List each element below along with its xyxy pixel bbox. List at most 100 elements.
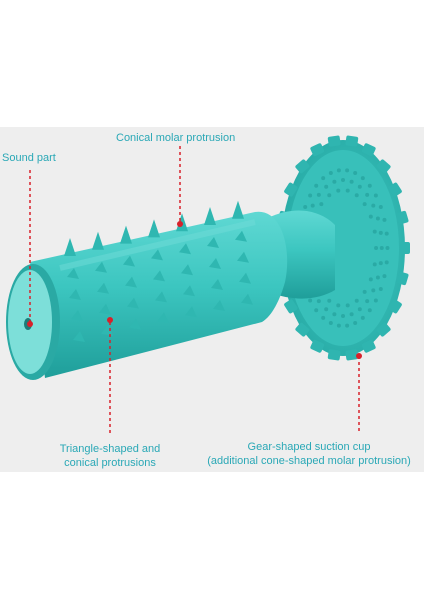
leader-dot-gear: [356, 353, 362, 359]
cup-bump: [384, 260, 389, 265]
cup-bump: [314, 183, 319, 188]
cup-bump: [385, 246, 390, 250]
molar-spike: [185, 306, 197, 318]
leader-dot-sound-part: [27, 321, 33, 327]
molar-spike: [73, 331, 85, 342]
molar-spike: [97, 282, 109, 294]
cup-bump: [345, 323, 350, 328]
cup-bump: [345, 168, 350, 173]
molar-spike: [67, 268, 79, 279]
molar-spike: [148, 219, 160, 238]
cup-bump: [308, 193, 313, 198]
molar-spike: [127, 297, 139, 309]
cup-bump: [303, 204, 308, 209]
molar-spike: [151, 249, 163, 261]
cup-bump: [324, 307, 329, 312]
gear-tooth: [396, 271, 409, 286]
cup-bump: [353, 321, 358, 326]
leader-dot-triangle: [107, 317, 113, 323]
molar-spike: [181, 264, 193, 276]
cup-bump: [327, 298, 332, 303]
gear-tooth: [327, 135, 341, 147]
gear-tooth: [295, 322, 310, 337]
cup-bump: [378, 230, 383, 235]
label-triangle-line2: conical protrusions: [64, 457, 156, 469]
cup-bump: [379, 246, 384, 250]
gear-tooth: [327, 349, 341, 361]
molar-spike: [153, 270, 165, 282]
cup-bump: [360, 315, 365, 320]
molar-spike: [213, 300, 225, 311]
cup-bump: [316, 192, 321, 197]
gear-tooth: [295, 159, 310, 174]
cup-bump: [354, 298, 359, 303]
gear-tooth: [284, 299, 298, 314]
gear-tooth: [376, 322, 391, 337]
gear-tooth: [361, 143, 376, 157]
cup-bump: [372, 229, 377, 234]
cup-bump: [345, 188, 350, 193]
cup-bump: [328, 321, 333, 326]
molar-spike: [155, 291, 167, 303]
cup-bump: [373, 193, 378, 198]
cup-bump: [362, 289, 367, 294]
cup-bump: [368, 277, 373, 282]
cup-bump: [336, 168, 341, 173]
cup-bump: [349, 312, 354, 317]
gear-tooth: [345, 135, 359, 147]
cup-bump: [375, 216, 380, 221]
cup-bump: [360, 176, 365, 181]
molar-spike: [125, 276, 137, 288]
label-sound-part: Sound part: [2, 152, 56, 164]
cup-bump: [365, 299, 370, 304]
cup-bump: [336, 323, 341, 328]
cup-bump: [341, 178, 345, 182]
cup-bump: [378, 287, 383, 292]
cup-bump: [353, 170, 358, 175]
cup-bump: [336, 188, 341, 193]
gear-tooth: [388, 182, 402, 197]
cup-bump: [384, 231, 389, 236]
cup-bump: [341, 314, 345, 318]
toy-cylinder: [30, 200, 288, 378]
gear-tooth: [310, 339, 325, 353]
gear-tooth: [400, 242, 410, 254]
gear-tooth: [396, 210, 409, 225]
gear-tooth: [310, 143, 325, 157]
molar-spike: [129, 318, 141, 330]
cup-bump: [371, 203, 376, 208]
label-conical-molar: Conical molar protrusion: [116, 132, 236, 144]
cup-bump: [345, 303, 350, 308]
cup-bump: [316, 299, 321, 304]
molar-spike: [237, 251, 249, 263]
cup-bump: [372, 262, 377, 267]
cup-bump: [310, 203, 315, 208]
cup-bump: [362, 202, 367, 207]
molar-spike: [99, 303, 111, 315]
cup-bump: [368, 214, 373, 219]
cup-bump: [308, 298, 313, 303]
gear-tooth: [388, 299, 402, 314]
molar-spike: [157, 312, 169, 324]
cup-bump: [365, 192, 370, 197]
cup-bump: [332, 179, 337, 184]
label-triangle-line1: Triangle-shaped and: [59, 443, 161, 455]
molar-spike: [211, 279, 223, 290]
cup-bump: [354, 193, 359, 198]
molar-spike: [92, 231, 104, 250]
gear-tooth: [376, 159, 391, 174]
cup-bump: [378, 204, 383, 209]
molar-spike: [232, 200, 244, 219]
molar-spike: [95, 261, 107, 273]
cup-bump: [371, 288, 376, 293]
molar-spike: [207, 237, 219, 248]
molar-spike: [64, 238, 76, 256]
molar-spike: [241, 293, 253, 305]
gear-tooth: [284, 182, 298, 197]
leader-dot-conical-molar: [177, 221, 183, 227]
sound-end-cap: [6, 264, 60, 380]
cup-bump: [324, 184, 329, 189]
cup-bump: [357, 184, 362, 189]
cup-bump: [332, 312, 337, 317]
